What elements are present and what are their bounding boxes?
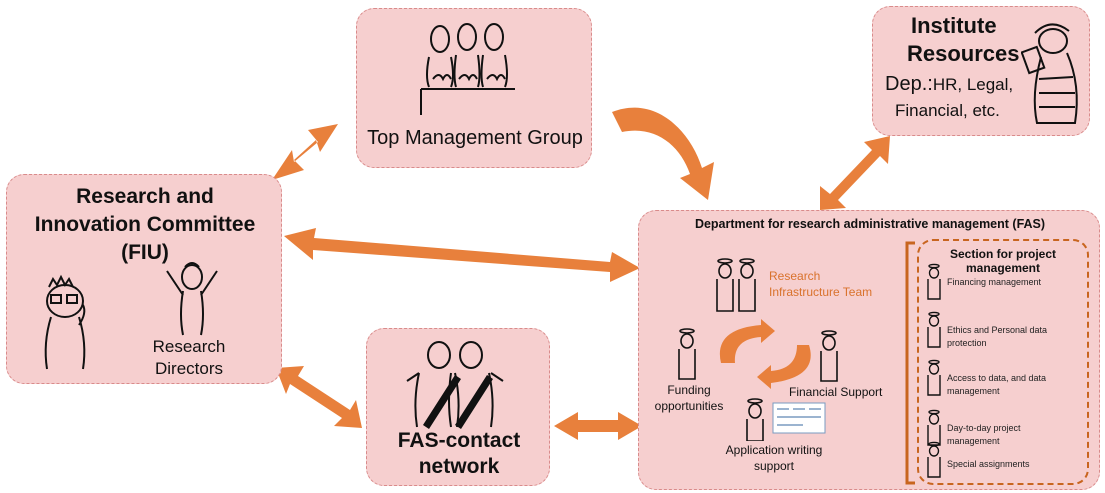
project-item-label-line2: management <box>947 386 1000 396</box>
worker-icon <box>1021 23 1078 124</box>
arrow-fascontact-fas <box>554 412 642 440</box>
infrastructure-label-line1: Research <box>769 269 821 283</box>
fiu-box: Research and Innovation Committee (FIU) … <box>6 174 282 384</box>
infrastructure-label-line2: Infrastructure Team <box>769 285 873 299</box>
research-director-icon <box>166 262 218 336</box>
institute-dep-prefix: Dep.: <box>885 73 933 95</box>
arrow-institute-fas <box>820 136 890 210</box>
infrastructure-team-icon <box>716 258 756 312</box>
project-item-label: Special assignments <box>947 459 1030 469</box>
project-item: Special assignments <box>925 441 1085 481</box>
project-section-title-line2: management <box>965 261 1041 275</box>
arrow-fiu-fascontact <box>276 366 362 428</box>
fas-contact-people-icon <box>406 341 504 429</box>
application-writing-person-icon <box>746 398 826 441</box>
fas-box: Department for research administrative m… <box>638 210 1100 490</box>
project-item-person-icon <box>927 359 941 396</box>
project-item-person-icon <box>927 311 941 348</box>
fiu-directors-line1: Research <box>152 337 226 356</box>
project-item-label: Ethics and Personal data <box>947 325 1048 335</box>
fiu-title-line3: (FIU) <box>121 241 169 264</box>
institute-title-line1: Institute <box>911 13 997 38</box>
arrow-topmgmt-fiu <box>272 124 338 180</box>
fiu-directors-line2: Directors <box>154 359 223 378</box>
project-item-label-line2: management <box>947 436 1000 446</box>
cycle-arrows-icon <box>719 319 811 389</box>
institute-dep-line1: Dep.:HR, Legal, <box>885 73 1013 96</box>
fiu-title-line2: Innovation Committee <box>34 213 256 236</box>
project-item: Access to data, and data management <box>925 359 1085 405</box>
financial-support-person-icon <box>820 330 838 382</box>
funding-person-icon <box>678 328 696 380</box>
project-item-person-icon <box>927 441 941 478</box>
arrow-fiu-fas <box>284 228 640 282</box>
top-management-label: Top Management Group <box>367 127 583 149</box>
section-bracket <box>905 241 915 485</box>
project-item: Financing management <box>925 263 1085 303</box>
institute-title-line2: Resources <box>907 41 1020 66</box>
committee-member-icon <box>44 274 86 370</box>
funding-label-line2: opportunities <box>654 399 724 413</box>
project-item-label-line2: protection <box>947 338 987 348</box>
top-management-box: Top Management Group <box>356 8 592 168</box>
project-item: Ethics and Personal data protection <box>925 311 1085 357</box>
funding-label-line1: Funding <box>667 383 711 397</box>
fas-contact-line1: FAS-contact <box>397 429 521 452</box>
arrow-topmgmt-fas <box>612 107 714 200</box>
institute-dep-text1: HR, Legal, <box>932 75 1014 94</box>
application-label-line1: Application writing <box>725 443 823 457</box>
fas-contact-box: FAS-contact network <box>366 328 550 486</box>
top-management-group-icon <box>420 23 515 115</box>
fas-title: Department for research administrative m… <box>694 217 1046 231</box>
institute-dep-line2: Financial, etc. <box>895 101 1000 120</box>
institute-resources-box: Institute Resources Dep.:HR, Legal, Fina… <box>872 6 1090 136</box>
project-item-label: Access to data, and data <box>947 373 1047 383</box>
project-item-label: Financing management <box>947 277 1042 287</box>
fas-contact-line2: network <box>418 455 500 478</box>
project-section-box: Section for project management Financing… <box>917 239 1089 485</box>
financial-support-label: Financial Support <box>789 385 883 399</box>
fiu-title-line1: Research and <box>76 185 214 208</box>
project-item-label: Day-to-day project <box>947 423 1021 433</box>
application-label-line2: support <box>753 459 795 473</box>
project-item-person-icon <box>927 263 941 300</box>
project-section-title-line1: Section for project <box>949 247 1056 261</box>
